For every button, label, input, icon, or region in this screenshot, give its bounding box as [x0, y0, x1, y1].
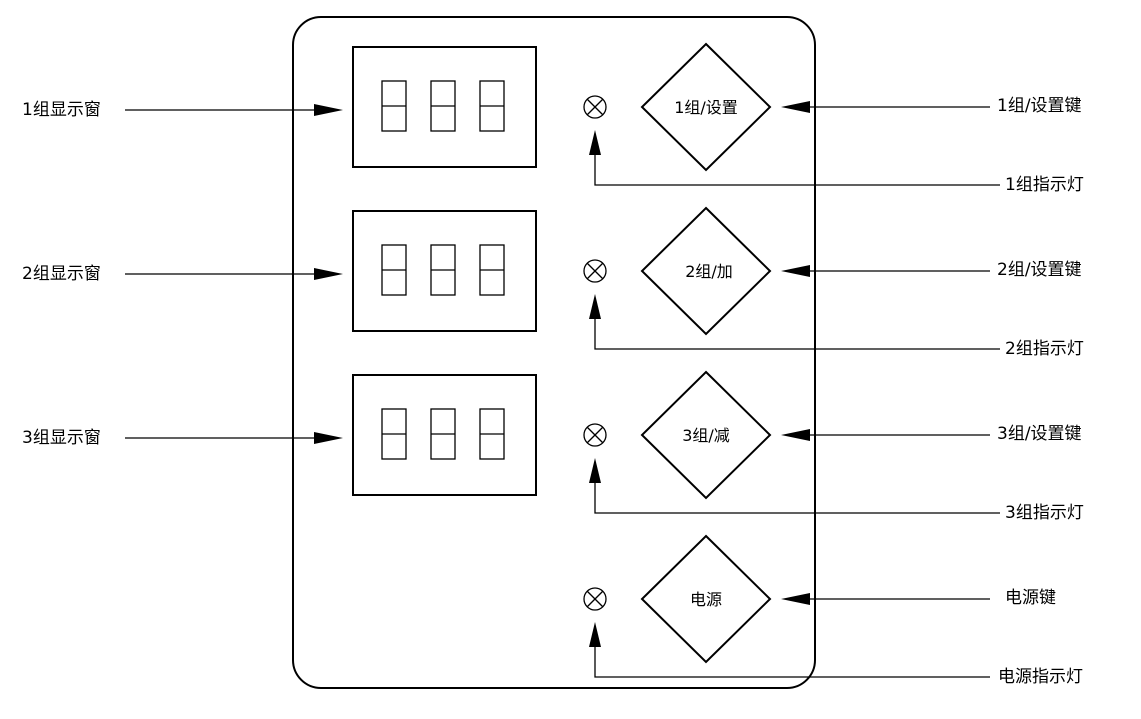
display-window-3	[352, 374, 537, 496]
subtract-button-3[interactable]: 3组/减	[640, 370, 772, 500]
set-button-1-label: 1组/设置	[674, 98, 738, 117]
power-button-label: 电源	[690, 590, 722, 609]
key-label-2: 2组/设置键	[997, 260, 1082, 280]
power-button[interactable]: 电源	[640, 534, 772, 664]
indicator-lamp-1	[583, 95, 607, 119]
indicator-pointer-2	[589, 294, 1000, 350]
display-label-2: 2组显示窗	[22, 264, 101, 284]
key-pointer-3	[781, 429, 990, 441]
key-pointer-1	[781, 101, 990, 113]
power-indicator-pointer	[589, 622, 990, 678]
display-pointer-1	[125, 104, 343, 116]
power-key-label: 电源键	[1005, 588, 1056, 608]
display-pointer-2	[125, 268, 343, 280]
indicator-lamp-3	[583, 423, 607, 447]
display-pointer-3	[125, 432, 343, 444]
indicator-pointer-3	[589, 458, 1000, 514]
indicator-label-3: 3组指示灯	[1005, 503, 1084, 523]
panel-outline	[292, 16, 816, 689]
power-key-pointer	[781, 593, 990, 605]
key-label-3: 3组/设置键	[997, 424, 1082, 444]
add-button-2-label: 2组/加	[685, 262, 733, 281]
subtract-button-3-label: 3组/减	[682, 426, 730, 445]
indicator-pointer-1	[589, 130, 1000, 186]
indicator-label-2: 2组指示灯	[1005, 339, 1084, 359]
display-label-3: 3组显示窗	[22, 428, 101, 448]
key-pointer-2	[781, 265, 990, 277]
key-label-1: 1组/设置键	[997, 96, 1082, 116]
power-indicator-lamp	[583, 587, 607, 611]
indicator-label-1: 1组指示灯	[1005, 175, 1084, 195]
set-button-1[interactable]: 1组/设置	[640, 42, 772, 172]
power-indicator-label: 电源指示灯	[998, 667, 1083, 687]
display-window-1	[352, 46, 537, 168]
indicator-lamp-2	[583, 259, 607, 283]
display-window-2	[352, 210, 537, 332]
display-label-1: 1组显示窗	[22, 100, 101, 120]
add-button-2[interactable]: 2组/加	[640, 206, 772, 336]
